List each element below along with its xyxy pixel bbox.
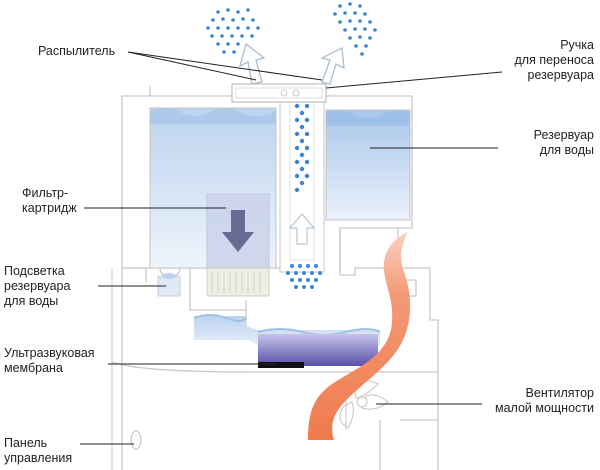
sprayer-leader-1 (127, 51, 257, 81)
label-backlight: Подсветка резервуара для воды (4, 264, 71, 308)
right-water-tank (325, 109, 411, 221)
label-sprayer: Распылитель (38, 44, 116, 58)
column-droplets (294, 103, 310, 193)
backlight-lamp (157, 273, 181, 297)
label-fan: Вентилятор малой мощности (494, 386, 594, 415)
label-panel: Панель управления (4, 436, 73, 465)
label-filter: Фильтр- картридж (22, 186, 77, 215)
mist-cloud-right (333, 2, 377, 56)
right-outlet-arrow-icon (320, 46, 345, 85)
leader-lines (80, 51, 503, 445)
air-flow (308, 232, 411, 440)
label-tank: Резервуар для воды (533, 128, 594, 157)
column-up-arrow-icon (288, 213, 316, 245)
top-cap (231, 83, 327, 103)
sprayer-leader-2 (127, 51, 323, 81)
handle-leader (325, 71, 503, 89)
mist-cloud-left (206, 8, 260, 54)
rising-droplets (286, 264, 322, 289)
mist-outlet-arrows (238, 42, 345, 85)
left-outlet-arrow-icon (238, 42, 266, 85)
label-handle: Ручка для переноса резервуара (514, 38, 594, 82)
filter-arrow-icon (222, 210, 254, 252)
filter-cartridge (206, 193, 270, 297)
ultrasonic-membrane (258, 334, 378, 368)
label-membrane: Ультразвуковая мембрана (4, 346, 95, 375)
